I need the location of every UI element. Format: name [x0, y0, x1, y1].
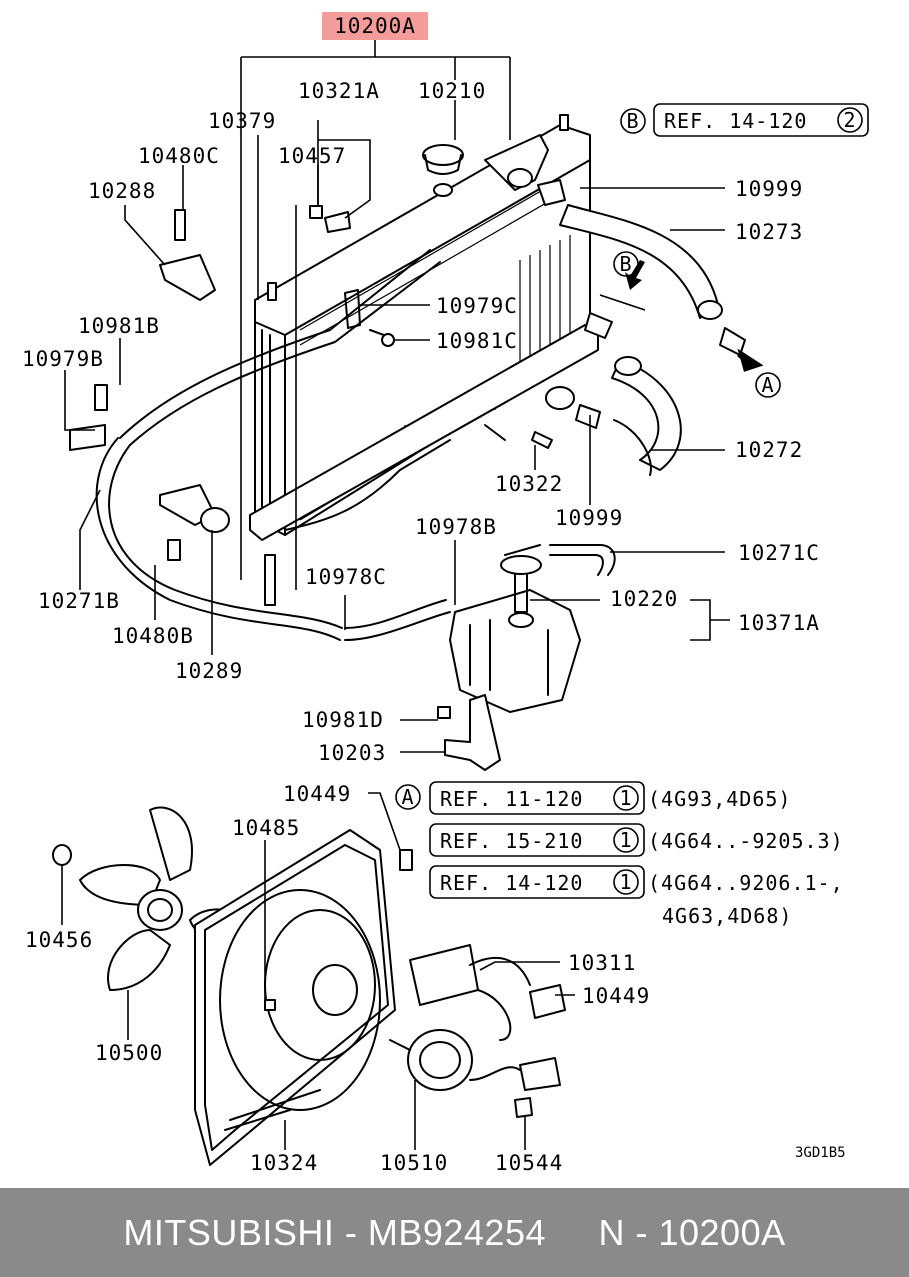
marker-b-circle [613, 251, 639, 277]
label-10457: 10457 [278, 144, 346, 168]
label-10999-top: 10999 [735, 177, 803, 201]
footer-bar: MITSUBISHI - MB924254 N - 10200A [0, 1188, 909, 1277]
label-10311: 10311 [568, 951, 636, 975]
label-10981D: 10981D [302, 708, 384, 732]
label-10210: 10210 [418, 79, 486, 103]
main-part-label: 10200A [334, 14, 416, 38]
ref-3-text: REF. 14-120 [440, 871, 583, 895]
diagram-code: 3GD1B5 [795, 1145, 846, 1161]
ref-3-note2: 4G63,4D68) [662, 904, 792, 928]
marker-a: A [761, 373, 774, 397]
footer-text: MITSUBISHI - MB924254 N - 10200A [123, 1211, 786, 1253]
label-10978B: 10978B [415, 515, 497, 539]
ref-top[interactable]: REF. 14-120 2 [653, 103, 869, 137]
ref-2-num: 1 [619, 828, 632, 852]
label-10979C: 10979C [436, 294, 518, 318]
label-10273: 10273 [735, 220, 803, 244]
ref-1[interactable]: REF. 11-120 1 [429, 781, 645, 815]
label-10544: 10544 [495, 1151, 563, 1175]
label-10271C: 10271C [738, 541, 820, 565]
arrow-a-icon [737, 348, 764, 372]
parts-diagram: 10200A [22, 12, 869, 1175]
ref-3-num: 1 [619, 870, 632, 894]
ref-3-note: (4G64..9206.1-, [648, 871, 844, 895]
ref-3[interactable]: REF. 14-120 1 [429, 865, 645, 899]
radiator-drawing [249, 114, 599, 606]
label-10449-top: 10449 [283, 782, 351, 806]
label-10978C: 10978C [305, 565, 387, 589]
ref-top-num: 2 [843, 108, 856, 132]
label-10981B: 10981B [78, 314, 160, 338]
ref-2-text: REF. 15-210 [440, 829, 583, 853]
ref-top-text: REF. 14-120 [664, 109, 807, 133]
label-10456: 10456 [25, 928, 93, 952]
marker-b-top-circle [620, 108, 646, 134]
label-10999-bottom: 10999 [555, 506, 623, 530]
label-10321A: 10321A [298, 79, 380, 103]
leader-lines [61, 100, 730, 1150]
marker-a-circle [755, 372, 781, 398]
reservoir-drawing [449, 544, 581, 713]
label-10203: 10203 [318, 741, 386, 765]
ref-1-note: (4G93,4D65) [648, 787, 791, 811]
label-10981C: 10981C [436, 329, 518, 353]
bracket-drawing [444, 694, 501, 771]
main-part-highlight [322, 12, 428, 40]
label-10379: 10379 [208, 109, 276, 133]
marker-a-ref-circle [395, 784, 421, 810]
label-10510: 10510 [380, 1151, 448, 1175]
marker-b-top: B [626, 109, 639, 133]
hoses-drawing [95, 179, 746, 641]
label-10324: 10324 [250, 1151, 318, 1175]
fan-shroud-drawing [194, 829, 566, 1166]
ref-1-num: 1 [619, 786, 632, 810]
label-10289: 10289 [175, 659, 243, 683]
label-10500: 10500 [95, 1041, 163, 1065]
label-10449-bottom: 10449 [582, 984, 650, 1008]
marker-a-ref: A [401, 785, 414, 809]
brackets-left-drawing [69, 205, 351, 561]
marker-b: B [619, 252, 632, 276]
ref-1-text: REF. 11-120 [440, 787, 583, 811]
label-10485: 10485 [232, 816, 300, 840]
ref-2[interactable]: REF. 15-210 1 [429, 823, 645, 857]
label-10220: 10220 [610, 587, 678, 611]
ref-2-note: (4G64..-9205.3) [648, 829, 844, 853]
label-10271B: 10271B [38, 589, 120, 613]
label-10288: 10288 [88, 179, 156, 203]
label-10979B: 10979B [22, 347, 104, 371]
label-10272: 10272 [735, 438, 803, 462]
arrow-b-icon [625, 260, 645, 290]
label-10371A: 10371A [738, 611, 820, 635]
label-10480C: 10480C [138, 144, 220, 168]
label-10322: 10322 [495, 472, 563, 496]
label-10480B: 10480B [112, 624, 194, 648]
